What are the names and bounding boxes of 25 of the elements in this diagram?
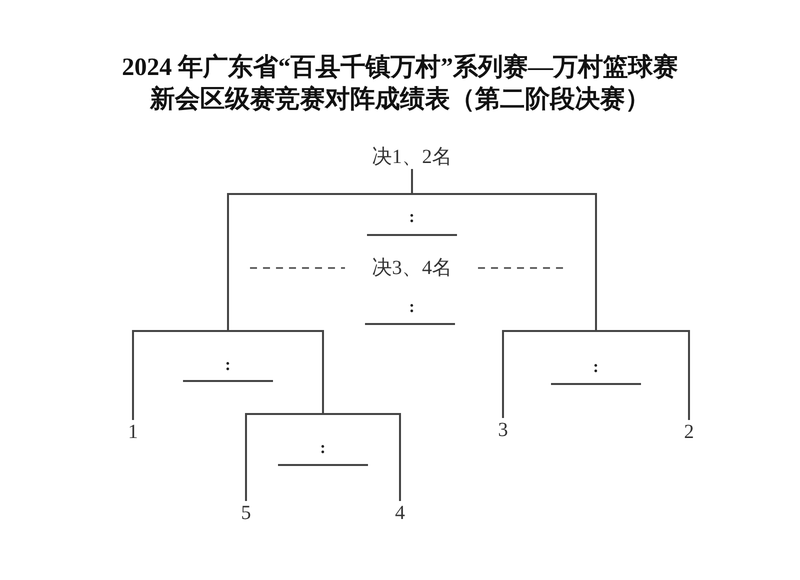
title: 2024 年广东省“百县千镇万村”系列赛—万村篮球赛新会区级赛竞赛对阵成绩表（第二阶段决赛）: [120, 52, 680, 115]
bracket-line: [688, 330, 690, 420]
bracket-line: [411, 169, 413, 193]
team-number: 5: [241, 501, 251, 525]
match-bracket: [502, 330, 690, 388]
team-number: 3: [498, 418, 508, 442]
bracket-line: [245, 413, 247, 501]
team-number: 4: [395, 501, 405, 525]
score-colon: :: [320, 440, 326, 456]
bracket-line: [322, 330, 324, 413]
match-bracket: [245, 413, 401, 469]
team-number: 2: [684, 420, 694, 444]
placement-label: 决3、4名: [372, 256, 452, 280]
bracket-line: [227, 193, 229, 330]
bracket-line: [595, 193, 597, 330]
score-colon: :: [409, 299, 415, 315]
score-colon: :: [225, 357, 231, 373]
placement-label: 决1、2名: [372, 145, 452, 169]
bracket-line: [399, 413, 401, 501]
bracket-line: [132, 330, 134, 420]
team-number: 1: [128, 420, 138, 444]
score-colon: :: [593, 359, 599, 375]
score-colon: :: [409, 209, 415, 225]
match-bracket: [227, 193, 597, 239]
bracket-line: [502, 330, 504, 418]
